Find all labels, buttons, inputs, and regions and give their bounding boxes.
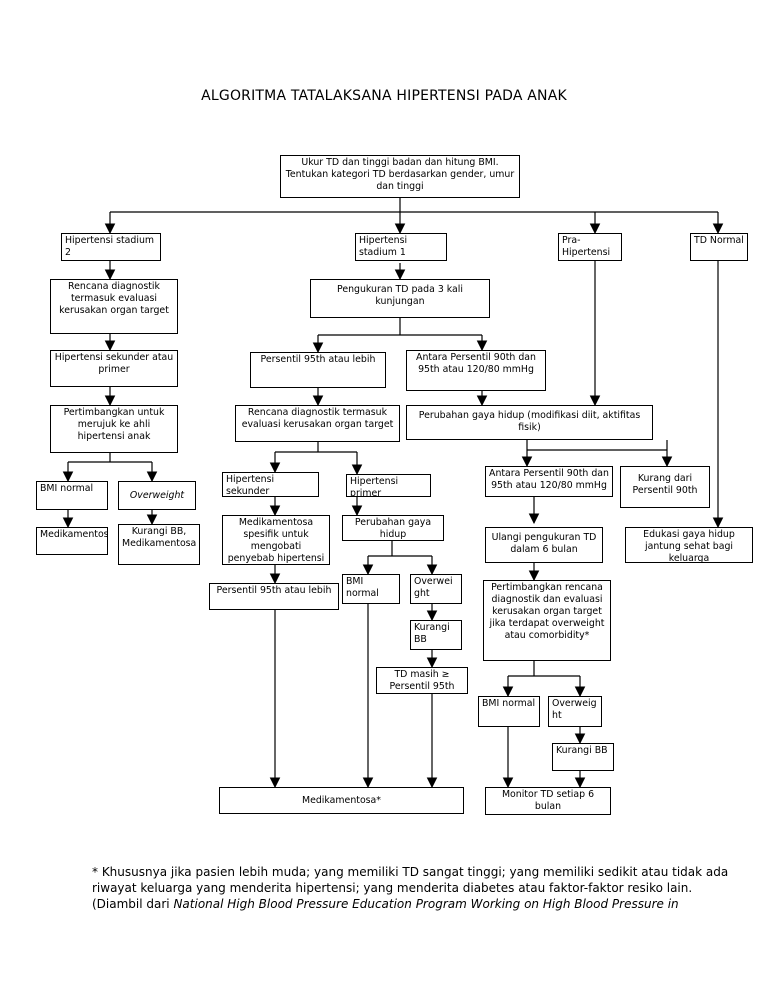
ht2-bmi-normal-box: BMI normal [36, 481, 108, 510]
pra-hipertensi-box: Pra-Hipertensi [558, 233, 622, 261]
ht2-medikamentosa-box: Medikamentosa [36, 527, 108, 555]
footnote: * Khususnya jika pasien lebih muda; yang… [92, 864, 732, 912]
ht1-persentil-90-box: Antara Persentil 90th dan 95th atau 120/… [406, 350, 546, 391]
page-title: ALGORITMA TATALAKSANA HIPERTENSI PADA AN… [201, 88, 567, 104]
pre-kurangi-bb-box: Kurangi BB [552, 743, 614, 771]
ht2-rujuk-box: Pertimbangkan untuk merujuk ke ahli hipe… [50, 405, 178, 453]
pre-kurang-dari-box: Kurang dari Persentil 90th [620, 466, 710, 508]
ht1-primer-box: Hipertensi primer [346, 474, 431, 497]
footnote-asterisk-text: * Khususnya jika pasien lebih muda; yang… [92, 865, 729, 895]
ht1-persentil-95-box: Persentil 95th atau lebih [250, 352, 386, 388]
pre-ulangi-pengukuran-box: Ulangi pengukuran TD dalam 6 bulan [485, 527, 603, 563]
ht1-pengukuran-box: Pengukuran TD pada 3 kali kunjungan [310, 279, 490, 318]
perubahan-gaya-hidup-modifikasi-box: Perubahan gaya hidup (modifikasi diit, a… [406, 405, 653, 440]
pre-pertimbangkan-box: Pertimbangkan rencana diagnostik dan eva… [483, 580, 611, 661]
ht1-overweight-box: Overweight [410, 574, 462, 604]
medikamentosa-final-box: Medikamentosa* [219, 787, 464, 814]
td-normal-box: TD Normal [690, 233, 748, 261]
ht1-medikamentosa-spesifik-box: Medikamentosa spesifik untuk mengobati p… [222, 515, 330, 565]
ht1-bmi-normal-box: BMI normal [342, 574, 400, 604]
root-box: Ukur TD dan tinggi badan dan hitung BMI.… [280, 155, 520, 198]
hipertensi-stadium-2-box: Hipertensi stadium 2 [61, 233, 161, 261]
ht2-overweight-box: Overweight [118, 481, 196, 510]
hipertensi-stadium-1-box: Hipertensi stadium 1 [355, 233, 447, 261]
pre-overweight-box: Overweight [548, 696, 602, 727]
ht1-sekunder-box: Hipertensi sekunder [222, 472, 319, 497]
pre-persentil-90-box: Antara Persentil 90th dan 95th atau 120/… [485, 466, 613, 497]
ht2-sekunder-box: Hipertensi sekunder atau primer [50, 350, 178, 387]
pre-bmi-normal-box: BMI normal [478, 696, 540, 727]
ht1-td-masih-box: TD masih ≥ Persentil 95th [376, 667, 468, 694]
footnote-source: (Diambil dari National High Blood Pressu… [92, 896, 732, 912]
footnote-source-prefix: (Diambil dari [92, 897, 174, 911]
ht2-kurangi-bb-box: Kurangi BB, Medikamentosa [118, 524, 200, 565]
pre-pertimbangkan-text: Pertimbangkan rencana diagnostik dan eva… [489, 582, 605, 641]
ht2-diagnostik-box: Rencana diagnostik termasuk evaluasi ker… [50, 279, 178, 334]
pre-edukasi-box: Edukasi gaya hidup jantung sehat bagi ke… [625, 527, 753, 563]
ht1-persentil-95-lebih-box: Persentil 95th atau lebih [209, 583, 339, 610]
pre-monitor-td-box: Monitor TD setiap 6 bulan [485, 787, 611, 815]
ht1-kurangi-bb-box: Kurangi BB [410, 620, 462, 650]
footnote-source-title: National High Blood Pressure Education P… [173, 897, 679, 911]
ht1-perubahan-gaya-hidup-box: Perubahan gaya hidup [342, 515, 444, 541]
ht1-diagnostik-box: Rencana diagnostik termasuk evaluasi ker… [235, 405, 400, 442]
